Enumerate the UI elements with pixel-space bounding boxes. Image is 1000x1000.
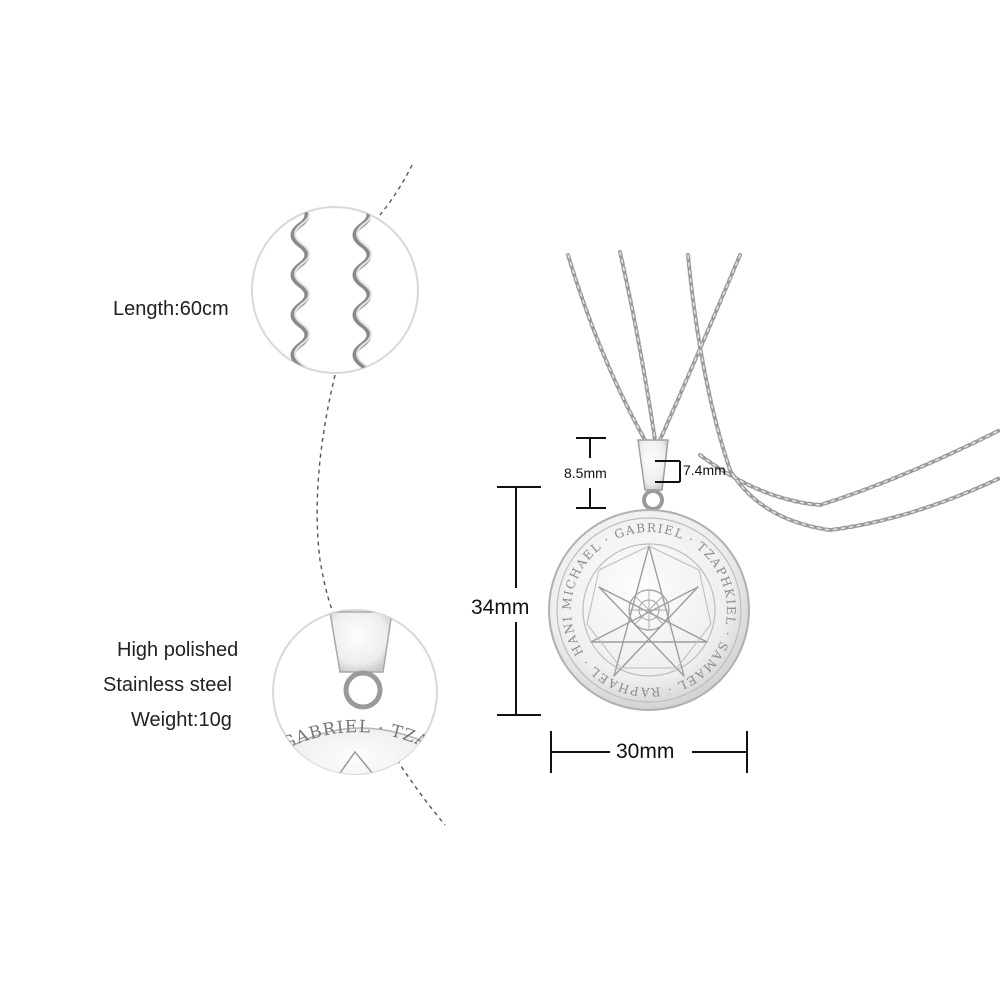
material-label: Stainless steel <box>103 674 232 696</box>
weight-label: Weight:10g <box>131 709 232 731</box>
connector-bottom <box>396 759 446 826</box>
dimension-markers <box>497 437 748 773</box>
finish-label: High polished <box>117 639 239 661</box>
chain-links-closeup <box>290 207 372 373</box>
heptagram-symbol <box>590 545 708 677</box>
jump-ring-closeup <box>343 670 383 710</box>
pendant-bail <box>637 439 669 511</box>
connector-top <box>379 164 413 216</box>
bail-width-label: 7.4mm <box>683 462 726 478</box>
connector-middle <box>316 374 336 613</box>
length-label: Length:60cm <box>113 298 229 320</box>
bail-detail-circle: GABRIEL · TZAP <box>272 609 438 775</box>
connector-lines <box>316 164 446 826</box>
pendant-height-label: 34mm <box>471 596 530 619</box>
bail-closeup <box>329 611 393 673</box>
necklace-chains <box>566 250 1000 533</box>
chain-detail-circle <box>251 206 419 374</box>
pendant-width-label: 30mm <box>616 740 675 763</box>
bail-height-label: 8.5mm <box>564 465 607 481</box>
